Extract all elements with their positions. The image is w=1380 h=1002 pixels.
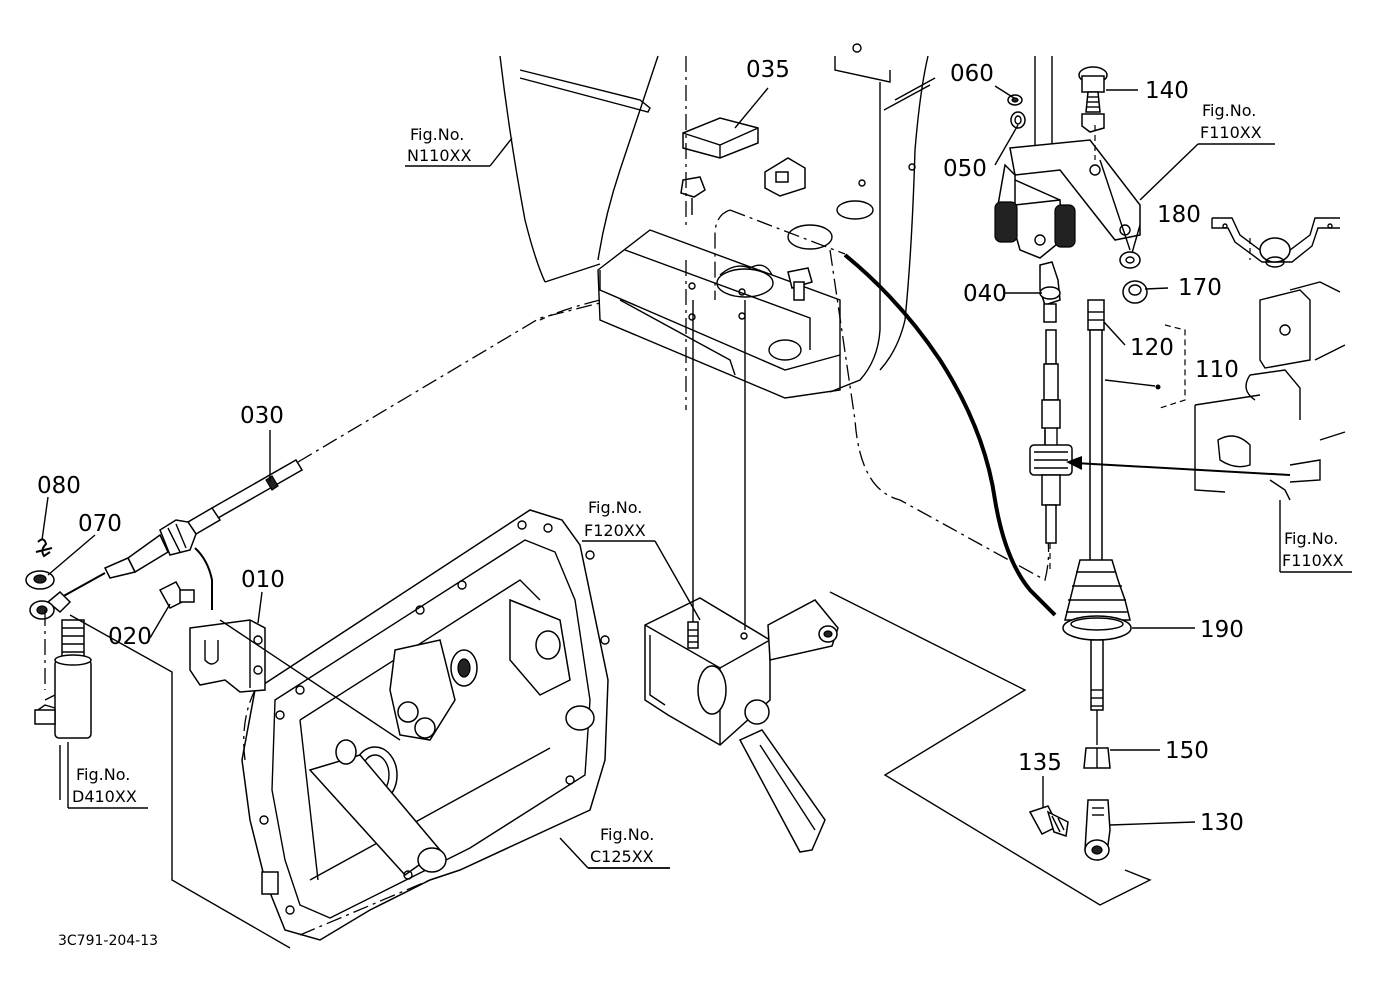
clip-icon [764, 157, 806, 197]
fig-ref-f110-upper-line2: F110XX [1200, 123, 1262, 142]
nut-150-icon [1083, 747, 1111, 769]
label-150: 150 [1165, 738, 1209, 764]
rod-assembly [829, 299, 1186, 906]
right-frame [1066, 217, 1346, 501]
drawing-code: 3C791-204-13 [58, 933, 158, 949]
figure-refs: Fig.No. N110XX Fig.No. F110XX Fig.No. F1… [72, 101, 1344, 866]
fig-ref-n110-line1: Fig.No. [410, 125, 464, 144]
label-170: 170 [1178, 275, 1222, 301]
fig-ref-d410-line2: D410XX [72, 787, 137, 806]
pad-035-icon [682, 117, 759, 159]
label-035: 035 [746, 57, 790, 83]
washer-070-icon [25, 570, 55, 590]
nut-icon [680, 176, 706, 215]
label-120: 120 [1130, 335, 1174, 361]
cable-030 [29, 302, 601, 620]
boot-190-icon [1062, 559, 1132, 641]
fig-ref-c125-line1: Fig.No. [600, 825, 654, 844]
transmission-housing [241, 509, 610, 941]
bolt-020-icon [158, 581, 195, 609]
label-135: 135 [1018, 750, 1062, 776]
label-050: 050 [943, 156, 987, 182]
washer-050-icon [1010, 111, 1026, 129]
label-leaders [41, 85, 1352, 869]
bolt-icon [787, 267, 813, 301]
label-110: 110 [1195, 357, 1239, 383]
fig-ref-f110-lower-line1: Fig.No. [1284, 529, 1338, 548]
fig-ref-d410-line1: Fig.No. [76, 765, 130, 784]
control-cable-line [843, 253, 1057, 617]
label-030: 030 [240, 403, 284, 429]
shaft-d410 [34, 610, 92, 739]
clip-080-icon [35, 538, 53, 558]
right-bracket-assembly [994, 56, 1148, 304]
label-080: 080 [37, 473, 81, 499]
upper-frame-assembly [499, 43, 1050, 581]
bolt-135-icon [1028, 805, 1069, 837]
rod-end-130-icon [1084, 799, 1111, 862]
nut-060-icon [1007, 94, 1023, 106]
label-070: 070 [78, 511, 122, 537]
fig-ref-f120-line1: Fig.No. [588, 498, 642, 517]
part-labels: 035 060 140 050 180 040 170 120 110 030 … [37, 57, 1244, 836]
label-040: 040 [963, 281, 1007, 307]
label-140: 140 [1145, 78, 1189, 104]
fig-ref-n110-line2: N110XX [407, 146, 471, 165]
nut-180-icon [1119, 251, 1141, 269]
label-180: 180 [1157, 202, 1201, 228]
rod-end-140-icon [1078, 66, 1108, 133]
leader-lines [59, 614, 670, 949]
fig-ref-f110-upper-line1: Fig.No. [1202, 101, 1256, 120]
label-130: 130 [1200, 810, 1244, 836]
label-190: 190 [1200, 617, 1244, 643]
label-060: 060 [950, 61, 994, 87]
fig-ref-c125-line2: C125XX [590, 847, 654, 866]
middle-bracket [644, 300, 839, 853]
label-020: 020 [108, 624, 152, 650]
nut-170-icon [1122, 280, 1148, 304]
label-010: 010 [241, 567, 285, 593]
fig-ref-f110-lower-line2: F110XX [1282, 551, 1344, 570]
cable-joint-040 [1029, 261, 1073, 570]
fig-ref-f120-line2: F120XX [584, 521, 646, 540]
